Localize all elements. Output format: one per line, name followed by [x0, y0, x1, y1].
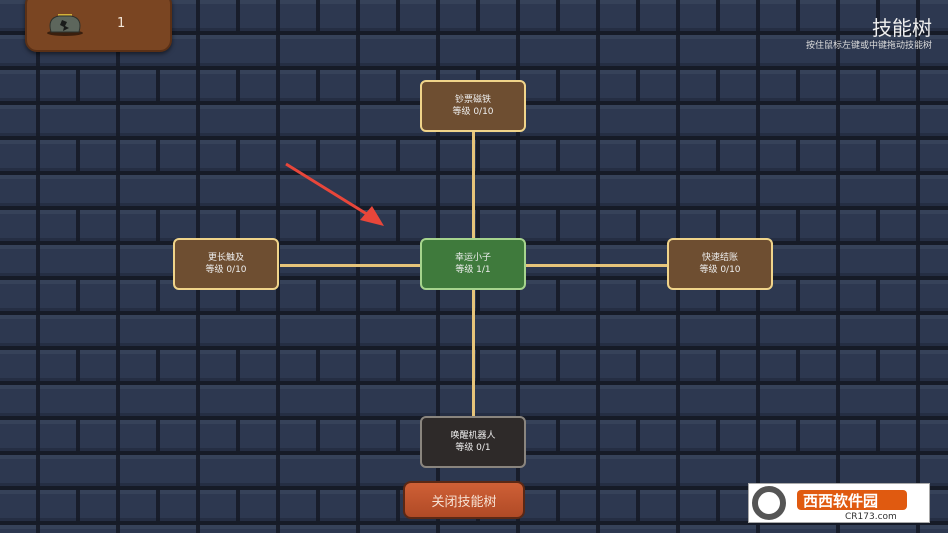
skill-name: 钞票磁铁 — [454, 95, 491, 105]
skill-level: 等级 0/10 — [699, 265, 741, 275]
skill-node-cash-magnet[interactable]: 钞票磁铁 等级 0/10 — [420, 80, 526, 132]
skill-level: 等级 1/1 — [455, 265, 491, 275]
skill-name: 幸运小子 — [454, 253, 491, 263]
skill-node-lucky-guy[interactable]: 幸运小子 等级 1/1 — [420, 238, 526, 290]
skill-level: 等级 0/10 — [205, 265, 247, 275]
watermark-logo: 西西软件园 CR173.com — [748, 483, 930, 523]
skill-name: 唤醒机器人 — [450, 431, 496, 441]
skill-name: 快速结账 — [701, 253, 738, 263]
currency-panel: 1 — [25, 0, 172, 52]
page-title: 技能树 — [872, 16, 932, 40]
drag-hint: 按住鼠标左键或中键拖动技能树 — [805, 41, 932, 51]
close-skill-tree-button[interactable]: 关闭技能树 — [403, 481, 525, 519]
skill-level: 等级 0/10 — [452, 107, 494, 117]
skill-node-fast-checkout[interactable]: 快速结账 等级 0/10 — [667, 238, 773, 290]
svg-text:CR173.com: CR173.com — [845, 512, 897, 522]
skill-node-wake-robot[interactable]: 唤醒机器人 等级 0/1 — [420, 416, 526, 468]
currency-value: 1 — [117, 16, 126, 31]
skill-name: 更长触及 — [207, 253, 244, 263]
coin-purse-icon — [47, 14, 83, 36]
skill-node-longer-reach[interactable]: 更长触及 等级 0/10 — [173, 238, 279, 290]
pointer-arrow-icon — [285, 162, 384, 226]
svg-text:西西软件园: 西西软件园 — [803, 492, 878, 510]
skill-level: 等级 0/1 — [455, 443, 491, 453]
